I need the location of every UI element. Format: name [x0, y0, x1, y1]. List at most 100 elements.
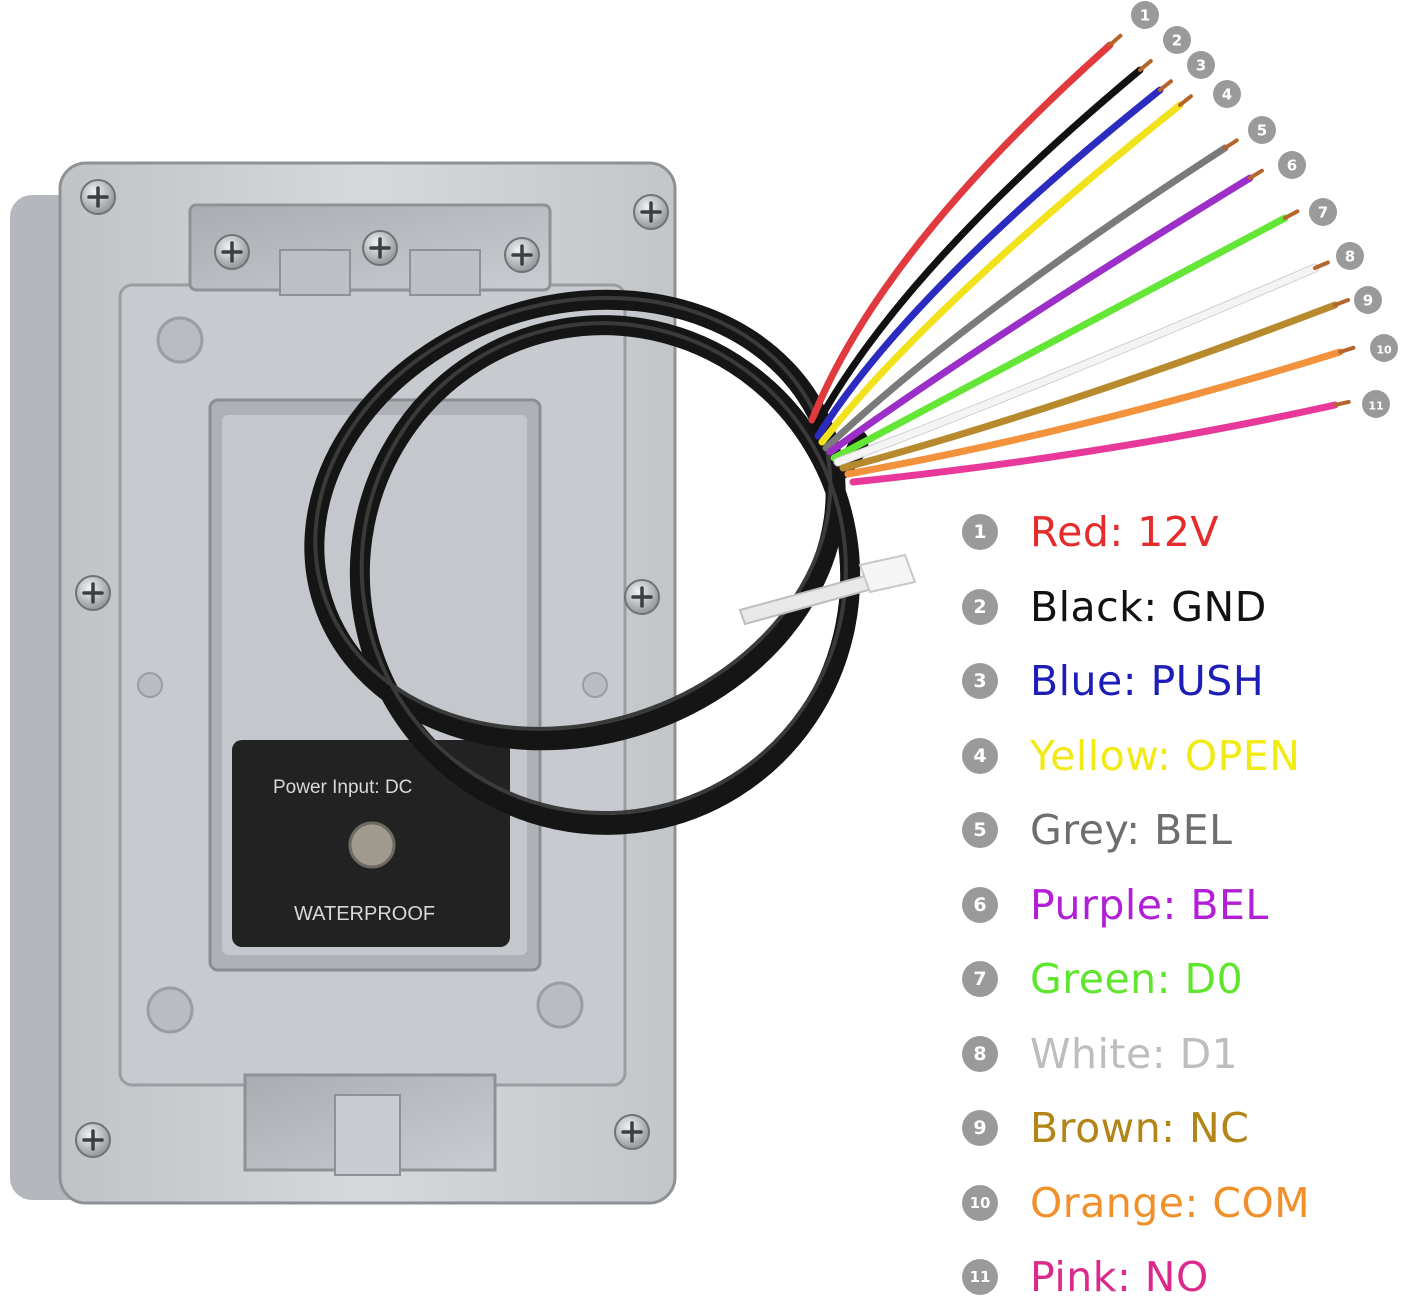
- legend-label: Black: GND: [1030, 582, 1267, 631]
- waterproof-label: WATERPROOF: [294, 903, 435, 925]
- screw-icon: [80, 179, 116, 215]
- legend-number-badge: 2: [962, 588, 998, 625]
- bottom-bracket-notch: [334, 1094, 401, 1176]
- wire-copper-tip: [1178, 94, 1193, 107]
- wire-number-badge: 1: [1131, 1, 1159, 29]
- screw-icon: [633, 194, 669, 230]
- wire-copper-tip: [1333, 298, 1351, 307]
- legend-number-badge: 10: [962, 1184, 998, 1221]
- wire: [822, 138, 1239, 452]
- legend-label: Pink: NO: [1030, 1253, 1209, 1302]
- wire: [811, 59, 1153, 432]
- screw-icon: [75, 575, 111, 611]
- legend-number-badge: 9: [962, 1110, 998, 1147]
- wire-number-badge: 7: [1309, 198, 1337, 226]
- mount-hole: [582, 672, 608, 698]
- power-input-label: Power Input: DC: [273, 777, 412, 798]
- wire: [833, 260, 1330, 467]
- top-bracket-tab-left: [279, 249, 351, 296]
- wire-copper-tip: [1108, 33, 1123, 47]
- wire-number-badge: 8: [1336, 242, 1364, 270]
- wire: [808, 33, 1123, 424]
- mount-hole: [156, 316, 204, 364]
- legend-number-badge: 8: [962, 1035, 998, 1072]
- legend-label: White: D1: [1030, 1029, 1239, 1078]
- wire-copper-tip: [1138, 59, 1153, 72]
- legend-item: 3 Blue: PUSH: [962, 644, 1392, 719]
- screw-icon: [214, 234, 250, 270]
- screw-icon: [624, 579, 660, 615]
- legend-item: 10 Orange: COM: [962, 1166, 1392, 1241]
- wire-number-badge: 9: [1354, 286, 1382, 314]
- screw-icon: [504, 237, 540, 273]
- legend-label: Yellow: OPEN: [1030, 731, 1301, 780]
- legend-label: Green: D0: [1030, 955, 1244, 1004]
- legend-label: Purple: BEL: [1030, 880, 1269, 929]
- wire: [830, 209, 1300, 462]
- keypad-device: Power Input: DC WATERPROOF: [10, 161, 677, 1205]
- legend-label: Orange: COM: [1030, 1178, 1311, 1227]
- legend-number-badge: 3: [962, 663, 998, 700]
- legend-number-badge: 6: [962, 886, 998, 923]
- wire-number: 4: [1222, 86, 1232, 104]
- wire-copper-tip: [1248, 168, 1264, 180]
- legend-item: 9 Brown: NC: [962, 1091, 1392, 1166]
- legend-label: Grey: BEL: [1030, 806, 1233, 855]
- legend-item: 2 Black: GND: [962, 570, 1392, 645]
- legend-number-badge: 7: [962, 961, 998, 998]
- wire-copper-tip: [1223, 138, 1239, 150]
- wire: [844, 345, 1356, 478]
- wire: [839, 298, 1351, 472]
- wire-number-badge: 4: [1213, 80, 1241, 108]
- wire-copper-tip: [1158, 79, 1173, 92]
- wire-number: 5: [1257, 122, 1267, 140]
- wire-number-badge: 10: [1370, 334, 1398, 362]
- wire-number: 8: [1345, 248, 1355, 266]
- legend-number-badge: 1: [962, 514, 998, 551]
- wire-number-badge: 6: [1278, 151, 1306, 179]
- wire-copper-tip: [1313, 260, 1330, 270]
- wire-number: 2: [1172, 32, 1182, 50]
- legend-item: 8 White: D1: [962, 1017, 1392, 1092]
- wire-number: 10: [1376, 344, 1392, 357]
- wire-number: 9: [1363, 292, 1373, 310]
- legend-label: Blue: PUSH: [1030, 657, 1265, 706]
- wire: [849, 399, 1351, 486]
- wire-number: 3: [1196, 57, 1206, 75]
- wire-fan: [808, 33, 1356, 486]
- wire-number: 11: [1368, 400, 1383, 413]
- wire-number-badge: 11: [1362, 390, 1390, 418]
- legend-item: 7 Green: D0: [962, 942, 1392, 1017]
- cable-loop-highlight: [359, 321, 848, 816]
- wire-number-badge: 2: [1163, 26, 1191, 54]
- mount-hole: [146, 986, 194, 1034]
- wire-number-badges: 1 234 5 6 7 8 9 10 11: [1131, 1, 1398, 418]
- wire-copper-tip: [1338, 345, 1356, 354]
- mount-hole: [137, 672, 163, 698]
- wire-number: 7: [1318, 204, 1328, 222]
- legend-number-badge: 11: [962, 1259, 998, 1296]
- mount-hole: [536, 981, 584, 1029]
- screw-icon: [614, 1114, 650, 1150]
- screw-icon: [362, 230, 398, 266]
- wire-copper-tip: [1333, 399, 1351, 407]
- screw-icon: [75, 1122, 111, 1158]
- screws: [75, 179, 669, 1158]
- legend-item: 6 Purple: BEL: [962, 868, 1392, 943]
- wire: [818, 94, 1193, 446]
- wire-number: 1: [1140, 7, 1150, 25]
- indicator-led: [348, 821, 396, 869]
- legend-item: 11 Pink: NO: [962, 1240, 1392, 1315]
- legend-label: Brown: NC: [1030, 1104, 1250, 1153]
- wire-number: 6: [1287, 157, 1297, 175]
- wire: [826, 168, 1264, 456]
- wire: [814, 79, 1173, 440]
- wire-number-badge: 5: [1248, 116, 1276, 144]
- wire-number-badge: 3: [1187, 51, 1215, 79]
- cable-tie-head: [858, 553, 917, 594]
